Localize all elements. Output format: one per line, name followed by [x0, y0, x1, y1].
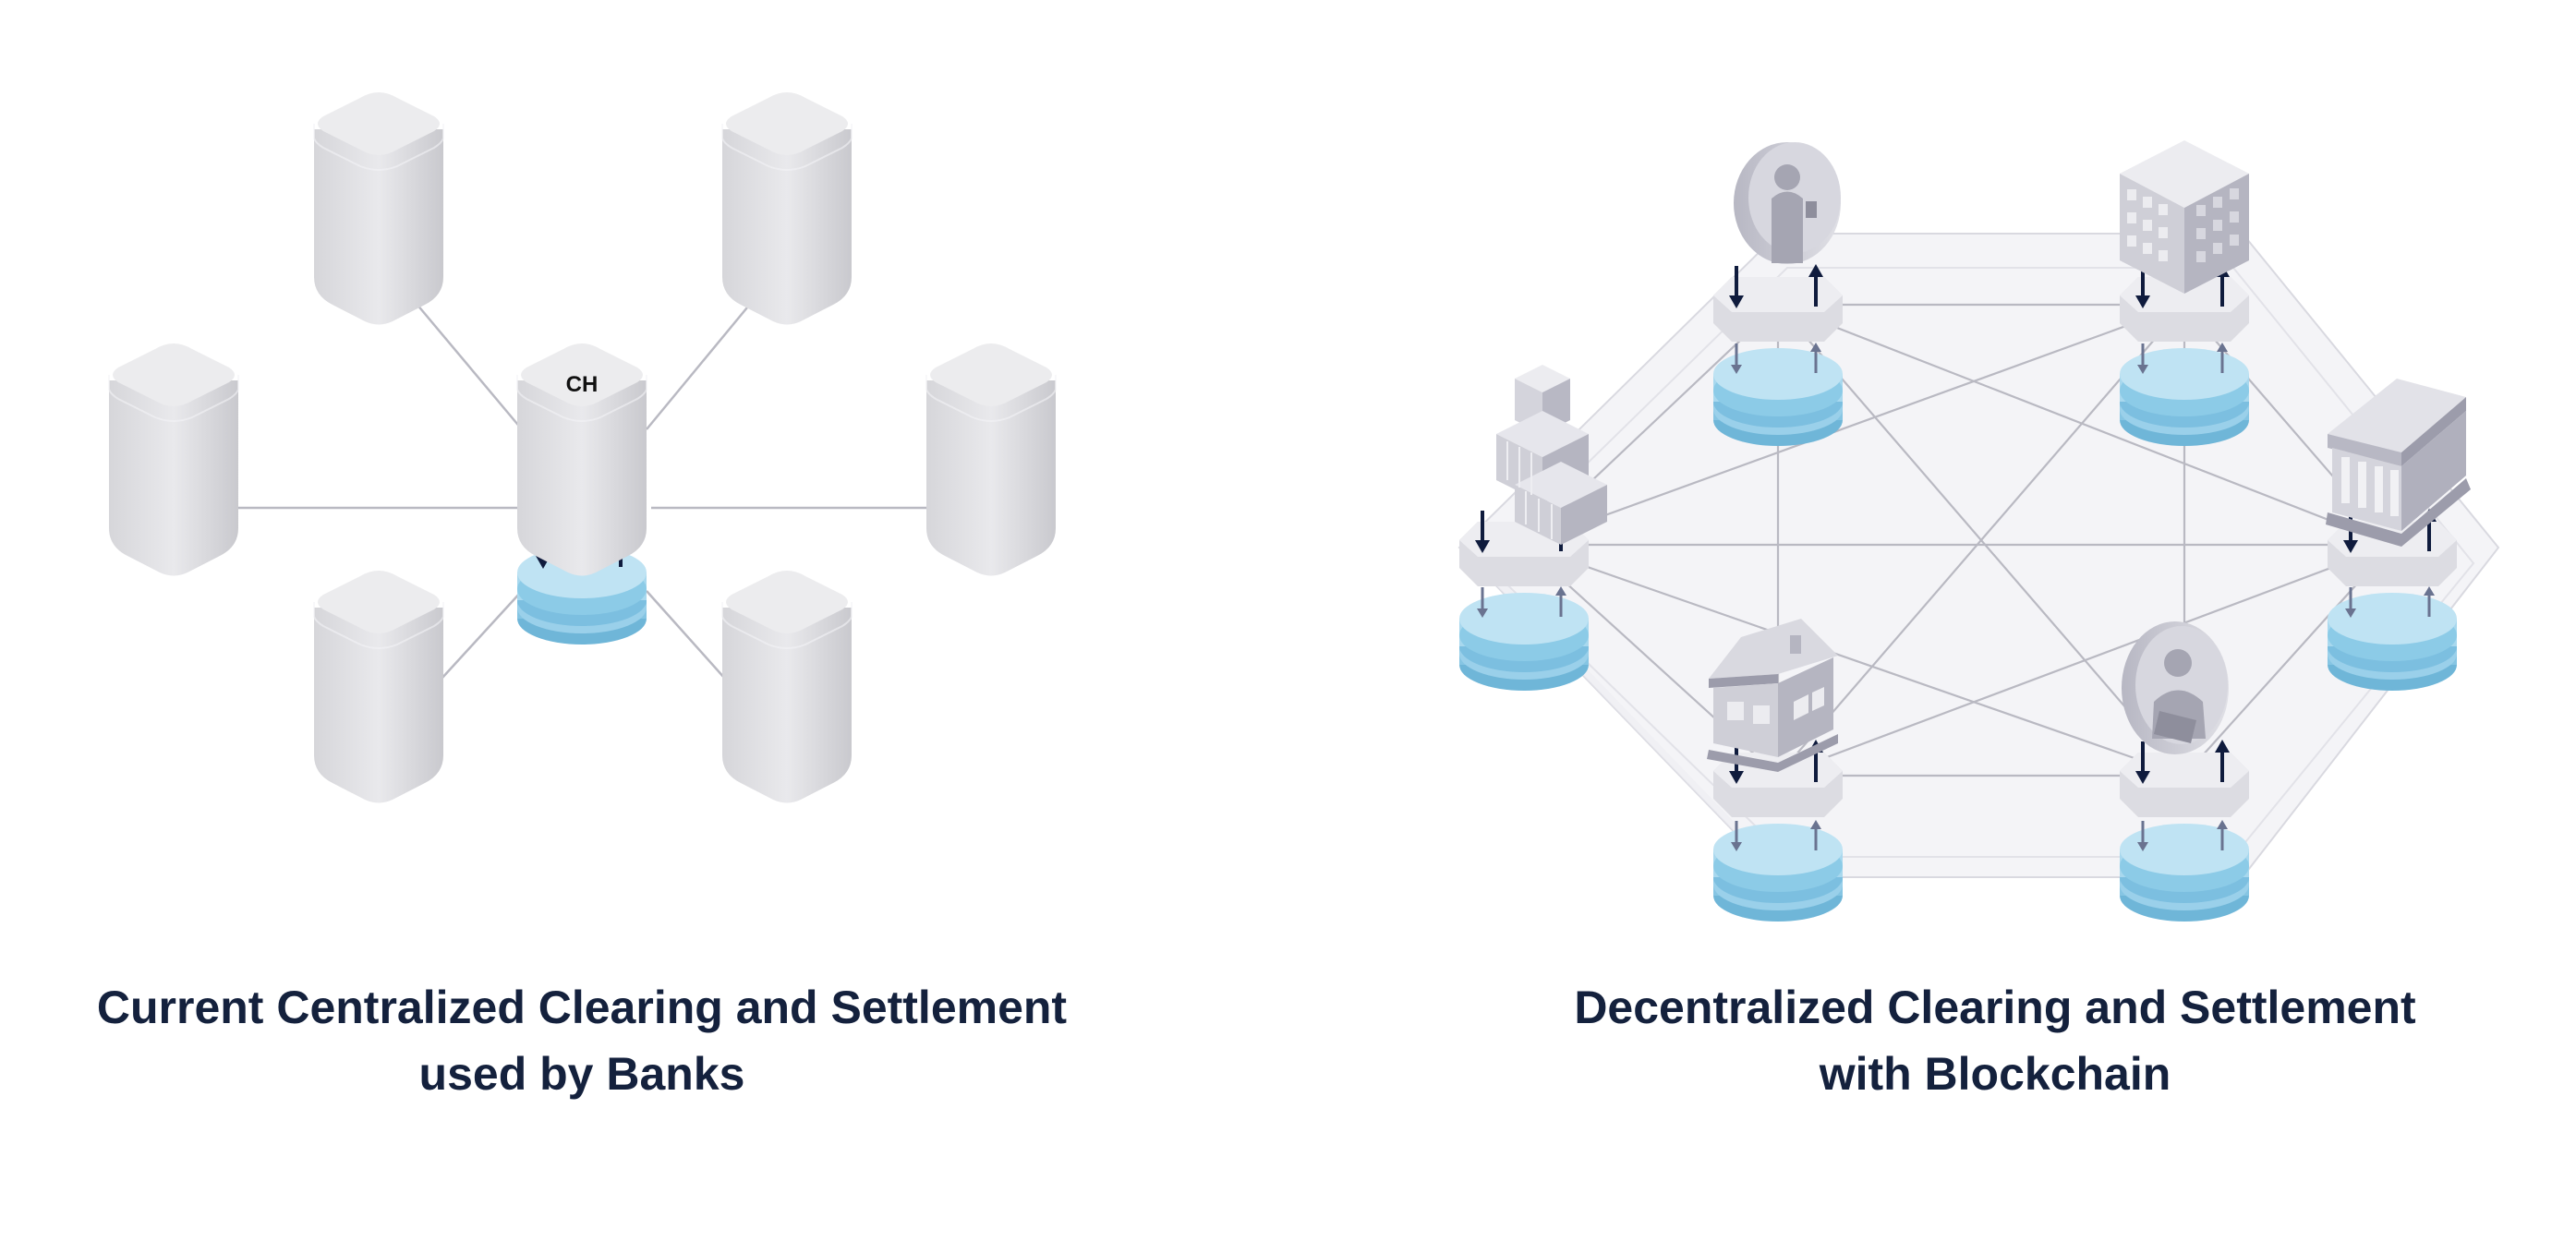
node-bank — [2326, 379, 2471, 691]
bank-server-top-right — [721, 91, 853, 326]
node-person-woman — [1713, 142, 1843, 446]
house-icon — [1707, 619, 1838, 772]
bank-server-right — [925, 343, 1057, 577]
clearing-house-label: CH — [566, 372, 599, 397]
node-house — [1707, 619, 1843, 922]
skyscraper-icon — [1496, 365, 1607, 545]
node-skyscraper — [1459, 365, 1607, 691]
node-person-man — [2120, 621, 2249, 922]
connection-lines — [238, 285, 928, 680]
centralized-diagram: CH — [108, 91, 1057, 804]
decentralized-caption-line-2: with Blockchain — [1819, 1048, 2171, 1100]
office-building-icon — [2120, 140, 2249, 294]
woman-icon — [1734, 142, 1841, 264]
node-office-building — [2120, 140, 2249, 446]
bank-server-bottom-right — [721, 570, 853, 804]
centralized-caption-line-1: Current Centralized Clearing and Settlem… — [96, 982, 1068, 1033]
bank-server-bottom-left — [313, 570, 444, 804]
man-icon — [2122, 621, 2229, 754]
decentralized-caption: Decentralized Clearing and Settlement wi… — [1441, 974, 2549, 1107]
centralized-caption-line-2: used by Banks — [418, 1048, 745, 1100]
decentralized-caption-line-1: Decentralized Clearing and Settlement — [1574, 982, 2416, 1033]
centralized-caption: Current Centralized Clearing and Settlem… — [28, 974, 1136, 1107]
decentralized-diagram — [1457, 140, 2500, 922]
bank-server-left — [108, 343, 239, 577]
bank-server-top-left — [313, 91, 444, 326]
clearing-house-server: CH — [516, 343, 647, 577]
bank-icon — [2326, 379, 2471, 547]
